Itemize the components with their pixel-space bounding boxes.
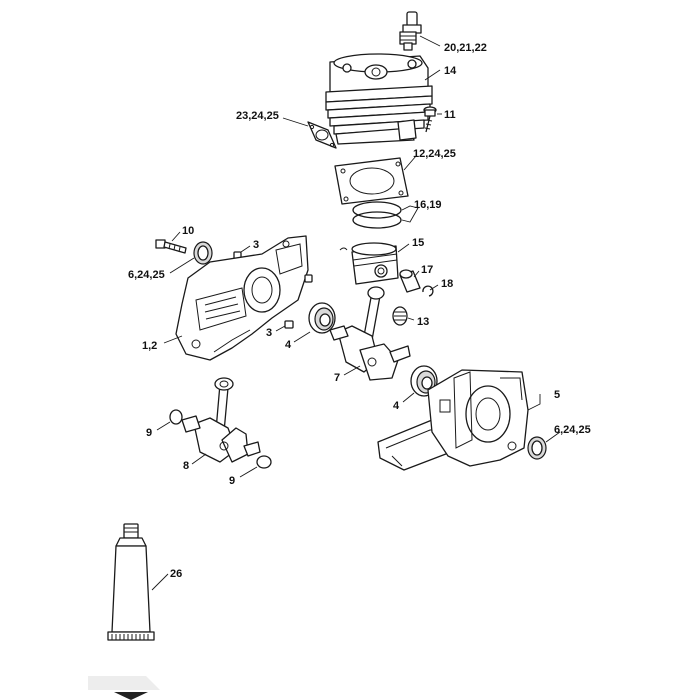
leader-bearing-right (402, 392, 415, 403)
callout-spark-plug[interactable]: 20,21,22 (444, 42, 487, 54)
callout-circlip[interactable]: 18 (441, 278, 453, 290)
o-ring-bottom[interactable] (256, 455, 272, 469)
leader-o-ring-bottom (239, 466, 258, 478)
crankshaft[interactable] (329, 286, 411, 381)
needle-cage[interactable] (392, 306, 408, 326)
callout-bearing-left[interactable]: 4 (285, 339, 292, 351)
callout-piston-rings[interactable]: 16,19 (414, 199, 442, 211)
leader-oil-seal-right (545, 431, 561, 443)
callout-cylinder[interactable]: 14 (444, 65, 457, 77)
crankshaft-alt[interactable] (181, 377, 261, 463)
bearing-left[interactable] (308, 302, 336, 334)
callout-crankcase-right[interactable]: 5 (554, 389, 560, 401)
cylinder-screw[interactable] (423, 106, 437, 133)
callout-dowel-lower[interactable]: 3 (266, 327, 272, 339)
leader-crankcase-right (527, 394, 541, 411)
callout-dowel-upper[interactable]: 3 (253, 239, 259, 251)
leader-spark-plug (419, 35, 441, 47)
callout-intake-gasket[interactable]: 23,24,25 (236, 110, 279, 122)
callout-crankshaft[interactable]: 7 (334, 372, 340, 384)
leader-piston-rings (401, 205, 419, 223)
oil-seal-right[interactable] (527, 436, 547, 460)
callout-oil-seal-right[interactable]: 6,24,25 (554, 424, 591, 436)
crankcase-right[interactable] (377, 369, 529, 471)
callout-piston-pin[interactable]: 17 (421, 264, 433, 276)
callout-crankshaft-alt[interactable]: 8 (183, 460, 189, 472)
nav-marker (88, 676, 160, 700)
cylinder[interactable] (325, 53, 433, 145)
leader-crankshaft-alt (191, 453, 207, 465)
leader-bearing-left (293, 331, 311, 343)
leader-piston-pin (413, 270, 420, 278)
screw-left[interactable] (155, 239, 187, 254)
leader-needle-cage (407, 317, 415, 321)
oil-seal-left[interactable] (193, 241, 213, 265)
dowel-pin-case (304, 274, 313, 283)
crankcase-left[interactable] (175, 235, 309, 361)
callout-grease-tube[interactable]: 26 (170, 568, 182, 580)
dowel-pin-lower[interactable] (284, 320, 294, 329)
spark-plug[interactable] (399, 11, 422, 51)
callout-base-gasket[interactable]: 12,24,25 (413, 148, 456, 160)
leader-cylinder (424, 69, 441, 81)
callout-piston[interactable]: 15 (412, 237, 424, 249)
intake-gasket[interactable] (307, 121, 337, 149)
callout-bearing-right[interactable]: 4 (393, 400, 400, 412)
o-ring-top[interactable] (169, 409, 183, 425)
piston-rings[interactable] (352, 201, 402, 229)
piston[interactable] (339, 242, 399, 285)
leader-dowel-upper (240, 245, 251, 253)
callout-cylinder-screw[interactable]: 11 (444, 109, 456, 121)
leader-oil-seal-left (169, 257, 195, 274)
callout-oil-seal-left[interactable]: 6,24,25 (128, 269, 165, 281)
leader-o-ring-top (156, 421, 171, 431)
callout-o-ring-bottom[interactable]: 9 (229, 475, 235, 487)
callout-needle-cage[interactable]: 13 (417, 316, 429, 328)
leader-grease-tube (151, 573, 169, 591)
leader-intake-gasket (282, 117, 309, 127)
nav-triangle-icon (114, 692, 148, 700)
grease-tube[interactable] (107, 523, 155, 641)
leader-crankshaft (343, 365, 361, 376)
leader-base-gasket (403, 155, 417, 171)
leader-screw-left (171, 231, 181, 242)
leader-piston (397, 243, 410, 253)
leader-circlip (429, 284, 439, 291)
base-gasket[interactable] (334, 157, 409, 205)
callout-screw-left[interactable]: 10 (182, 225, 194, 237)
circlip[interactable] (422, 285, 434, 297)
leader-dowel-lower (275, 325, 286, 332)
leader-crankcase-left (163, 335, 183, 344)
callout-o-ring-top[interactable]: 9 (146, 427, 152, 439)
callout-crankcase-left[interactable]: 1,2 (142, 340, 157, 352)
